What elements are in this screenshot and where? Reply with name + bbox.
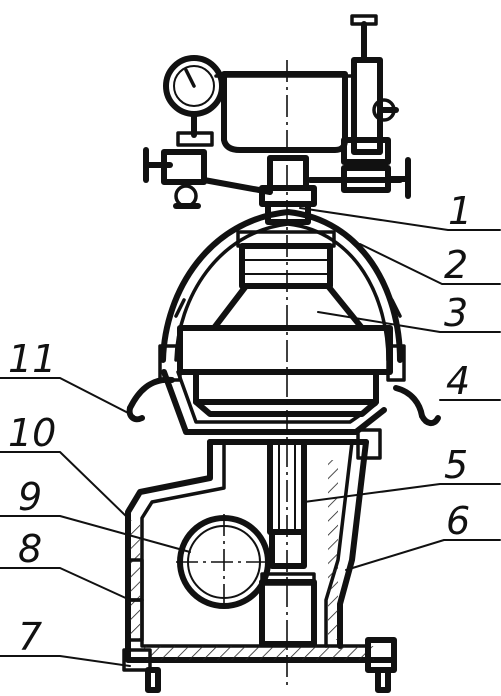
leader-line-10 <box>0 451 129 519</box>
leader-lines <box>0 207 501 667</box>
callout-4: 4 <box>446 359 470 403</box>
vertical-shaft <box>259 439 317 647</box>
callout-5: 5 <box>444 443 468 487</box>
callout-10: 10 <box>8 411 56 455</box>
outlet-spout-right <box>393 385 441 426</box>
callout-7: 7 <box>18 615 42 659</box>
pressure-gauge <box>163 55 225 147</box>
callout-2: 2 <box>444 243 468 287</box>
leader-line-8 <box>0 567 131 601</box>
right-valve-assembly <box>307 14 411 199</box>
callout-11: 11 <box>8 337 56 381</box>
callout-1: 1 <box>448 189 472 233</box>
leader-line-11 <box>0 377 135 417</box>
leader-line-2 <box>359 243 501 285</box>
worm-gear-wheel <box>176 514 272 610</box>
outlet-spout-left <box>126 376 175 423</box>
leader-line-1 <box>299 207 501 231</box>
callout-3: 3 <box>444 291 468 335</box>
callout-6: 6 <box>446 499 470 543</box>
leader-line-3 <box>317 311 501 333</box>
bowl-cover <box>160 209 403 363</box>
callout-labels: 1 2 3 4 5 6 7 8 9 10 11 <box>8 189 472 659</box>
leader-line-5 <box>303 483 501 503</box>
callout-8: 8 <box>18 527 42 571</box>
leader-line-9 <box>0 515 191 553</box>
receiver-bowl <box>214 71 354 153</box>
left-valve-assembly <box>143 147 273 209</box>
leader-line-7 <box>0 655 131 667</box>
callout-9: 9 <box>18 475 42 519</box>
separator-drum <box>158 230 406 417</box>
frame-housing <box>122 439 397 693</box>
leader-line-6 <box>345 539 501 571</box>
